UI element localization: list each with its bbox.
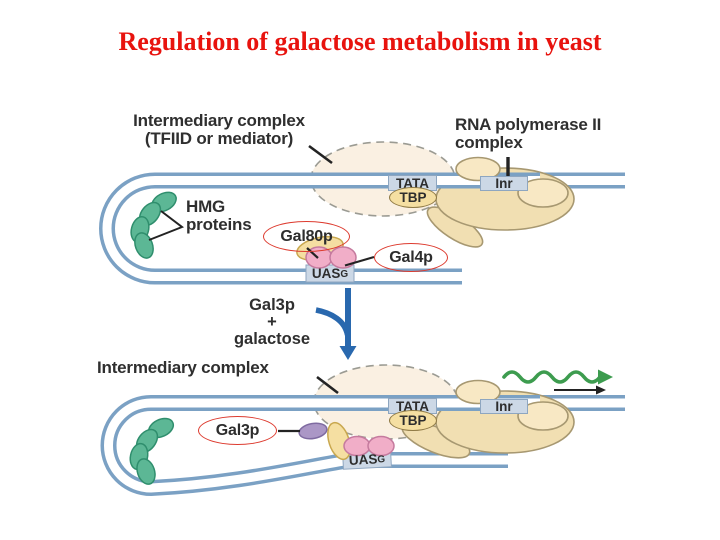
- intermediary-pointer-top: [308, 144, 333, 165]
- hmg-protein-4-top: [134, 232, 154, 259]
- tata-box-top: TATA: [388, 175, 437, 191]
- tbp-protein-bottom: TBP: [389, 410, 437, 431]
- tbp-protein-top: TBP: [389, 187, 437, 208]
- induction-arrow-head: [339, 346, 357, 360]
- gal3p-galactose-label: Gal3p + galactose: [233, 296, 311, 348]
- dna-loop-top-fill: [102, 176, 625, 281]
- gal4p-label: Gal4p: [389, 248, 433, 266]
- gal80p-label: Gal80p: [280, 227, 333, 245]
- gal4p-protein-right-bottom: [367, 435, 395, 457]
- rna-pol-lobe-right-top: [517, 178, 569, 208]
- gal4p-protein-right-top: [329, 246, 357, 269]
- intermediary-complex-label-top: Intermediary complex (TFIID or mediator): [133, 111, 305, 149]
- gal4p-pointer: [344, 255, 375, 267]
- induction-arrow-branch: [315, 307, 351, 336]
- inr-box-top: Inr: [480, 176, 528, 191]
- rna-pol-label: RNA polymerase II complex: [455, 115, 602, 153]
- hmg-pointer: [148, 210, 185, 241]
- intermediary-pointer-bottom: [316, 375, 339, 395]
- inr-box-bottom: Inr: [480, 399, 528, 414]
- rna-pol-lobe-left-top: [455, 156, 501, 182]
- gal4p-circled-label: Gal4p: [374, 243, 448, 272]
- dna-loop-bottom-fill: [104, 398, 625, 493]
- gal80p-circled-label: Gal80p: [263, 221, 350, 252]
- transcription-direction-arrow-head: [596, 385, 606, 395]
- hmg-protein-4-bottom: [136, 458, 156, 485]
- mrna-wavy-arrow-head: [598, 369, 613, 385]
- mrna-wavy-arrow: [502, 370, 602, 384]
- gal3p-protein-bottom: [298, 422, 328, 440]
- gal3p-circled-label: Gal3p: [198, 416, 277, 445]
- intermediary-complex-label-bottom: Intermediary complex: [97, 358, 269, 377]
- hmg-label: HMG proteins: [186, 197, 252, 235]
- rna-pol-lobe-left-bottom: [455, 379, 501, 405]
- rna-pol-lobe-right-bottom: [517, 401, 569, 431]
- slide-title: Regulation of galactose metabolism in ye…: [118, 27, 602, 56]
- uas-box-top: [305, 264, 355, 283]
- gal3p-label: Gal3p: [215, 421, 260, 439]
